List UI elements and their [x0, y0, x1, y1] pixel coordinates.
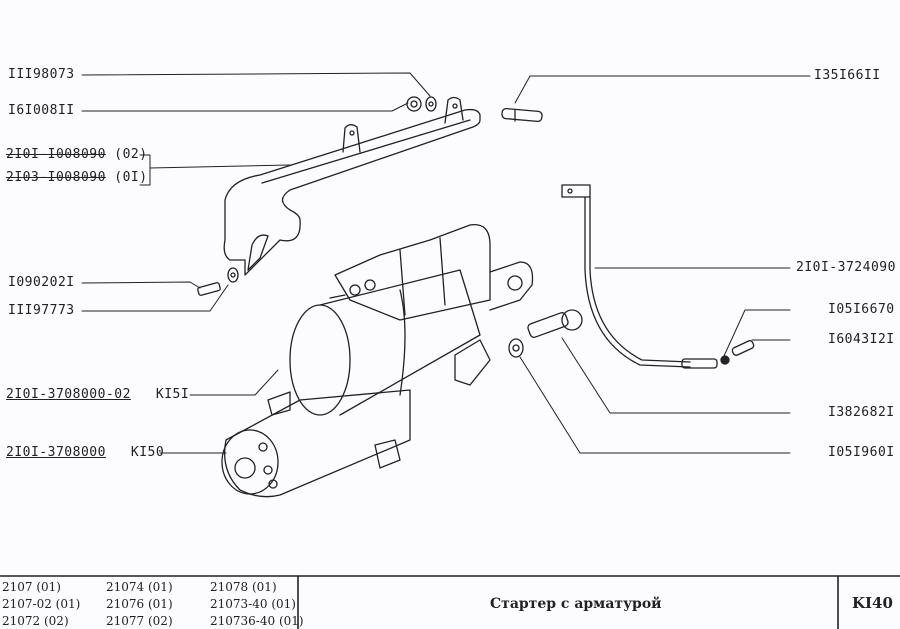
page-code: KI40 [852, 594, 893, 612]
assembly-row: 2I0I-3708000-02 KI5I [6, 388, 189, 402]
model-cell: 21074 (01) [106, 580, 173, 594]
part-number-label: 2I0I-3724090 [796, 260, 896, 275]
part-number-label: I35I66II [814, 68, 881, 83]
part-number-label: I090202I [8, 275, 75, 290]
model-cell: 21077 (02) [106, 614, 173, 628]
bracket-plate [223, 96, 481, 276]
nut-bolt-right [720, 340, 755, 365]
part-number-label: I6043I2I [828, 332, 895, 347]
leader-lines [81, 72, 811, 454]
model-cell: 21076 (01) [106, 597, 173, 611]
assembly-part-link[interactable]: 2I0I-3708000 [6, 445, 106, 460]
model-group-suffix: (02) [114, 147, 148, 162]
part-number-label: I05I960I [828, 445, 895, 460]
nut-washer-top [406, 96, 437, 112]
part-number-label: III97773 [8, 303, 75, 318]
page-ref[interactable]: KI5I [155, 387, 190, 402]
part-number-superseded: 2I0I-I008090 [6, 147, 106, 162]
bolt-washer-left [197, 267, 239, 296]
bolt-washer-large [508, 309, 583, 358]
part-number-superseded: 2I03-I008090 [6, 170, 106, 185]
page-ref[interactable]: KI50 [130, 445, 165, 460]
model-cell: 21072 (02) [2, 614, 69, 628]
assembly-row: 2I0I-3708000 KI50 [6, 446, 164, 460]
part-number-row: 2I0I-I008090 (02) [6, 148, 148, 162]
model-cell: 210736-40 (01) [210, 614, 304, 628]
stud [501, 107, 543, 123]
part-number-label: I05I6670 [828, 302, 895, 317]
model-cell: 21073-40 (01) [210, 597, 296, 611]
starter-motor [221, 224, 534, 498]
page-title: Стартер с арматурой [490, 596, 662, 612]
part-number-row: 2I03-I008090 (0I) [6, 171, 148, 185]
part-number-label: III98073 [8, 67, 75, 82]
model-group-suffix: (0I) [114, 170, 148, 185]
part-number-label: I382682I [828, 405, 895, 420]
model-cell: 2107 (01) [2, 580, 61, 594]
model-cell: 21078 (01) [210, 580, 277, 594]
part-number-label: I6I008II [8, 103, 75, 118]
assembly-part-link[interactable]: 2I0I-3708000-02 [6, 387, 131, 402]
ground-cable [561, 184, 718, 369]
footer-frame [0, 575, 900, 629]
model-cell: 2107-02 (01) [2, 597, 81, 611]
